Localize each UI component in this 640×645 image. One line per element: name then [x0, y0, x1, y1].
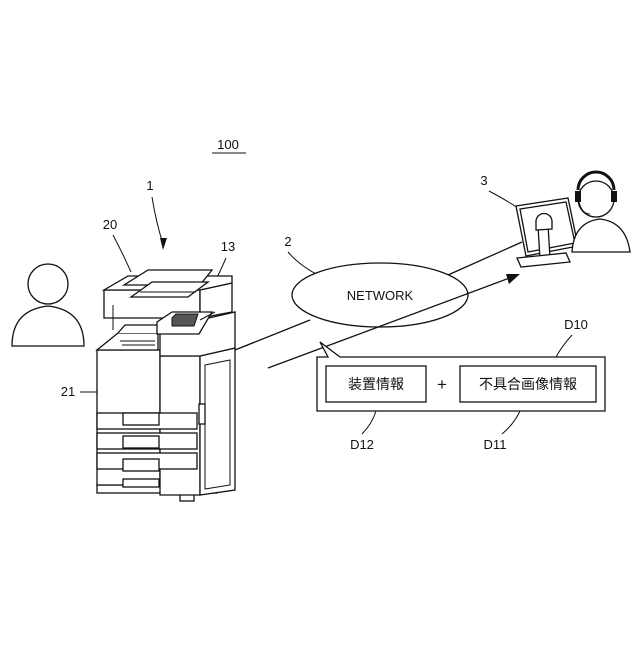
arrowhead-mfp [160, 238, 167, 250]
fault-image-info-text: 不具合画像情報 [479, 377, 577, 393]
link-network-terminal [448, 242, 522, 275]
leader-device-info [362, 411, 376, 434]
label-fault-image-info: D11 [484, 437, 507, 452]
terminal-monitor [516, 198, 578, 267]
leader-terminal [489, 191, 518, 208]
label-packet: D10 [564, 317, 588, 332]
leader-reader [113, 235, 131, 272]
mfp-device [97, 270, 235, 501]
label-reader: 20 [103, 217, 117, 232]
label-panel: 13 [221, 239, 235, 254]
transmission-arrowhead [506, 274, 520, 284]
label-mfp: 1 [146, 178, 153, 193]
label-system: 100 [217, 137, 239, 152]
user-icon-left [12, 264, 84, 346]
device-info-text: 装置情報 [348, 377, 404, 393]
leader-mfp [152, 197, 163, 244]
leader-fault-image-info [502, 411, 520, 434]
operator-headset-icon [572, 172, 630, 252]
label-device-info: D12 [350, 437, 374, 452]
label-network: 2 [284, 234, 291, 249]
label-body: 21 [61, 384, 75, 399]
leader-packet [556, 335, 572, 357]
link-mfp-network [235, 320, 310, 350]
label-terminal: 3 [480, 173, 487, 188]
leader-network [288, 252, 320, 276]
plus-sign: + [437, 375, 447, 394]
network-label: NETWORK [347, 288, 414, 303]
